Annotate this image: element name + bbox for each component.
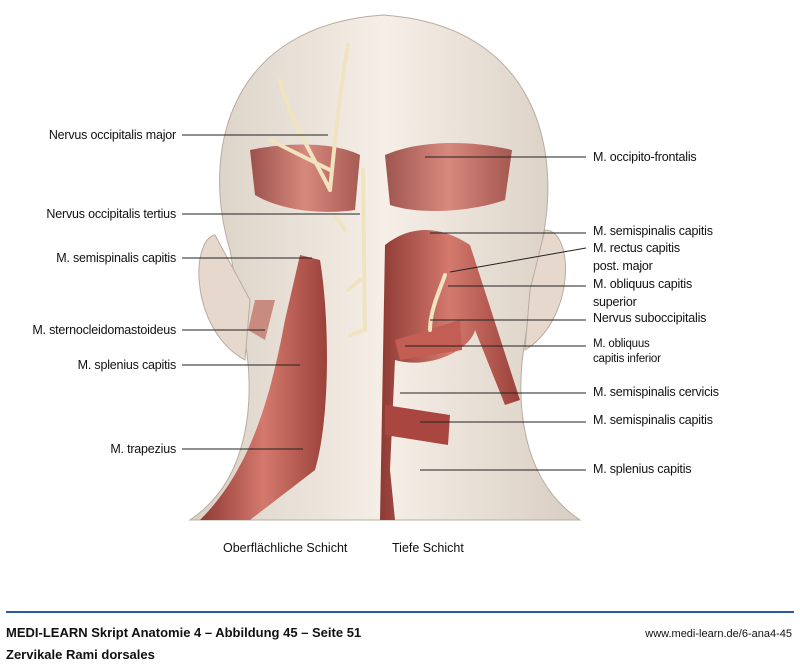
label-semispinalis-capitis-bottom: M. semispinalis capitis: [593, 413, 713, 427]
occipito-frontalis-right: [385, 143, 512, 212]
label-occipito-frontalis: M. occipito-frontalis: [593, 150, 697, 164]
label-sternocleidomastoideus: M. sternocleidomastoideus: [32, 323, 176, 337]
leader-lines: [182, 134, 587, 471]
nervus-occipitalis-tertius: [346, 168, 368, 337]
label-obliquus-inferior: M. obliquus: [593, 338, 650, 350]
label-obliquus-superior-2: superior: [593, 295, 637, 309]
label-semispinalis-capitis-left: M. semispinalis capitis: [56, 251, 176, 265]
footer-subtitle: Zervikale Rami dorsales: [6, 647, 155, 662]
label-obliquus-superior: M. obliquus capitis: [593, 277, 693, 291]
caption-deep: Tiefe Schicht: [392, 541, 464, 555]
illustration: [182, 14, 587, 521]
label-rectus-capitis: M. rectus capitis: [593, 241, 680, 255]
left-superficial-muscles: [200, 255, 327, 520]
caption-superficial: Oberflächliche Schicht: [223, 541, 348, 555]
label-trapezius: M. trapezius: [110, 442, 176, 456]
label-splenius-capitis-right: M. splenius capitis: [593, 462, 692, 476]
footer-title: MEDI-LEARN Skript Anatomie 4 – Abbildung…: [6, 625, 362, 640]
footer-url[interactable]: www.medi-learn.de/6-ana4-45: [645, 628, 792, 640]
muscles: [200, 143, 520, 520]
label-semispinalis-cervicis: M. semispinalis cervicis: [593, 385, 719, 399]
semispinalis-capitis-right: [385, 405, 450, 445]
nervus-suboccipitalis: [428, 273, 447, 332]
label-semispinalis-capitis-top: M. semispinalis capitis: [593, 224, 713, 238]
obliquus-capitis-inferior: [395, 320, 462, 360]
label-nervus-suboccipitalis: Nervus suboccipitalis: [593, 311, 707, 325]
label-splenius-capitis-left: M. splenius capitis: [77, 358, 177, 372]
right-deep-muscles: [380, 230, 520, 520]
label-nervus-occipitalis-major: Nervus occipitalis major: [48, 128, 176, 142]
label-nervus-occipitalis-tertius: Nervus occipitalis tertius: [46, 207, 176, 221]
footer-rule: [6, 611, 794, 613]
label-rectus-capitis-2: post. major: [593, 259, 653, 273]
label-obliquus-inferior-2: capitis inferior: [593, 353, 661, 365]
left-ear: [198, 234, 251, 361]
